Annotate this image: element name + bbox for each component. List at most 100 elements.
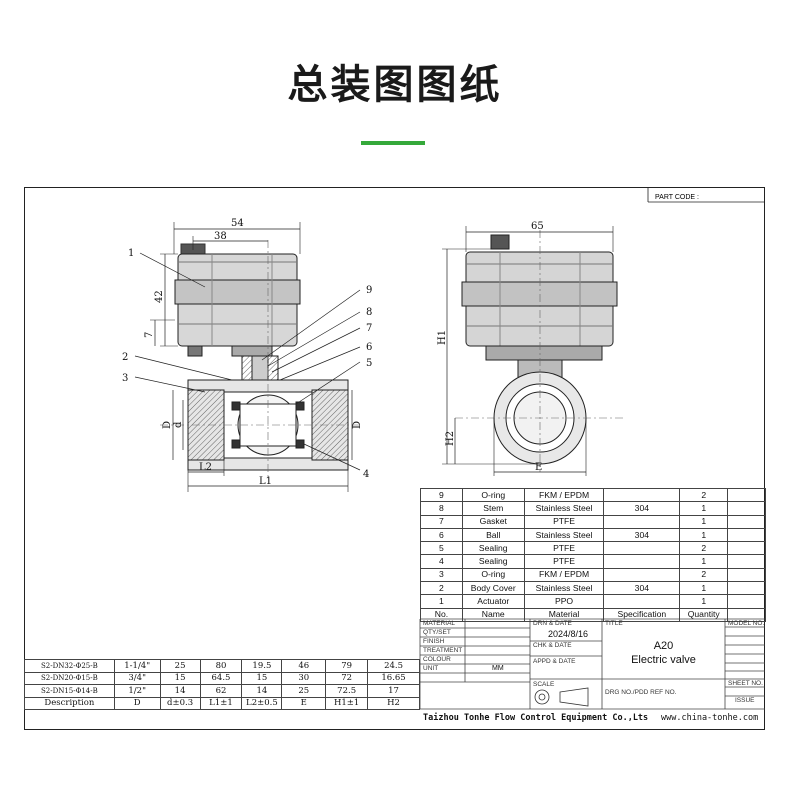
bom-cell: Stainless Steel xyxy=(523,501,605,516)
bom-cell: 2 xyxy=(679,541,729,556)
dims-cell: 72 xyxy=(325,671,369,685)
dim-42: 42 xyxy=(154,290,165,303)
bom-cell xyxy=(727,527,766,543)
dim-65: 65 xyxy=(531,221,544,232)
dims-header-cell: L2±0.5 xyxy=(241,696,283,710)
label-qty-set: QTY/SET xyxy=(423,629,451,636)
dims-cell: 80 xyxy=(199,659,243,673)
bom-cell: 2 xyxy=(679,567,729,583)
dims-cell: 62 xyxy=(199,684,243,698)
side-view xyxy=(442,226,625,476)
dim-L2: L2 xyxy=(199,462,212,473)
label-unit: UNIT xyxy=(423,665,439,672)
dim-E: E xyxy=(535,462,542,473)
bom-cell xyxy=(603,567,681,583)
label-material: MATERIAL xyxy=(423,620,456,627)
bom-cell: 1 xyxy=(679,527,729,543)
bom-cell xyxy=(727,567,766,583)
dims-cell: 72.5 xyxy=(325,684,369,698)
dim-H2: H2 xyxy=(445,431,456,446)
dims-cell: 30 xyxy=(281,671,327,685)
part-code-label: PART CODE : xyxy=(655,194,699,201)
dims-cell: 15 xyxy=(241,671,283,685)
dims-cell: 14 xyxy=(241,684,283,698)
bom-cell: Ball xyxy=(461,527,525,543)
dims-cell: 1-1/4" xyxy=(113,659,161,673)
company-website: www.china-tonhe.com xyxy=(661,713,759,723)
callout-1: 1 xyxy=(128,248,134,259)
bom-cell: PTFE xyxy=(523,541,605,556)
dims-header-cell: Description xyxy=(24,696,115,710)
dims-cell: S2-DN32-Φ25-B xyxy=(24,659,115,673)
callout-4: 4 xyxy=(363,469,369,480)
drn-date-label: DRN & DATE xyxy=(533,620,572,627)
bom-cell: O-ring xyxy=(461,487,525,503)
dim-38: 38 xyxy=(214,231,227,242)
callout-5: 5 xyxy=(366,358,372,369)
bom-cell: Name xyxy=(461,607,525,622)
appd-date-label: APPD & DATE xyxy=(533,658,576,665)
front-view-labels: 54 38 42 7 D d D L2 L1 1 2 3 4 5 6 7 8 9 xyxy=(122,218,372,487)
dim-D-left: D xyxy=(162,421,173,429)
bom-cell xyxy=(727,594,766,609)
bom-cell: Gasket xyxy=(461,514,525,529)
dim-d: d xyxy=(173,421,184,428)
bom-cell: 1 xyxy=(679,594,729,609)
label-treatment: TREATMENT xyxy=(423,647,463,654)
bom-cell xyxy=(727,581,766,596)
part-code-box: PART CODE : xyxy=(647,188,765,203)
label-colour: COLOUR xyxy=(423,656,451,663)
dims-header-cell: L1±1 xyxy=(199,696,243,710)
bom-cell: Sealing xyxy=(461,541,525,556)
chk-date-label: CHK & DATE xyxy=(533,642,572,649)
dims-cell: 3/4" xyxy=(113,671,161,685)
bom-cell: Stem xyxy=(461,501,525,516)
dims-cell: 16.65 xyxy=(367,671,420,685)
bom-cell: 1 xyxy=(679,501,729,516)
dims-cell: 64.5 xyxy=(199,671,243,685)
bom-cell: Sealing xyxy=(461,554,525,569)
drg-label: DRG NO./PDD REF NO. xyxy=(605,689,677,696)
bom-cell: Actuator xyxy=(461,594,525,609)
dim-7: 7 xyxy=(144,332,155,338)
dims-cell: S2-DN15-Φ14-B xyxy=(24,684,115,698)
dims-header-cell: E xyxy=(281,696,327,710)
dim-D-right: D xyxy=(352,421,363,429)
bom-cell: 7 xyxy=(420,514,463,529)
callout-2: 2 xyxy=(122,352,128,363)
bom-cell: Body Cover xyxy=(461,581,525,596)
bom-cell: 304 xyxy=(603,501,681,516)
dim-54: 54 xyxy=(231,218,244,229)
bom-cell: Stainless Steel xyxy=(523,527,605,543)
accent-bar xyxy=(361,141,425,145)
drawing-title-line2: Electric valve xyxy=(631,654,696,666)
dims-header-cell: D xyxy=(113,696,161,710)
bom-cell: 1 xyxy=(679,514,729,529)
bom-cell: 1 xyxy=(420,594,463,609)
bom-cell: 1 xyxy=(679,554,729,569)
bom-cell: PPO xyxy=(523,594,605,609)
callout-9: 9 xyxy=(366,285,372,296)
callout-8: 8 xyxy=(366,307,372,318)
bom-cell: 1 xyxy=(679,581,729,596)
dim-H1: H1 xyxy=(437,330,448,345)
bom-cell xyxy=(603,541,681,556)
callout-6: 6 xyxy=(366,342,372,353)
page-title: 总装图图纸 xyxy=(287,62,503,108)
bom-cell: 2 xyxy=(679,487,729,503)
bom-cell xyxy=(727,487,766,503)
bom-cell: FKM / EPDM xyxy=(523,567,605,583)
callout-7: 7 xyxy=(366,323,372,334)
